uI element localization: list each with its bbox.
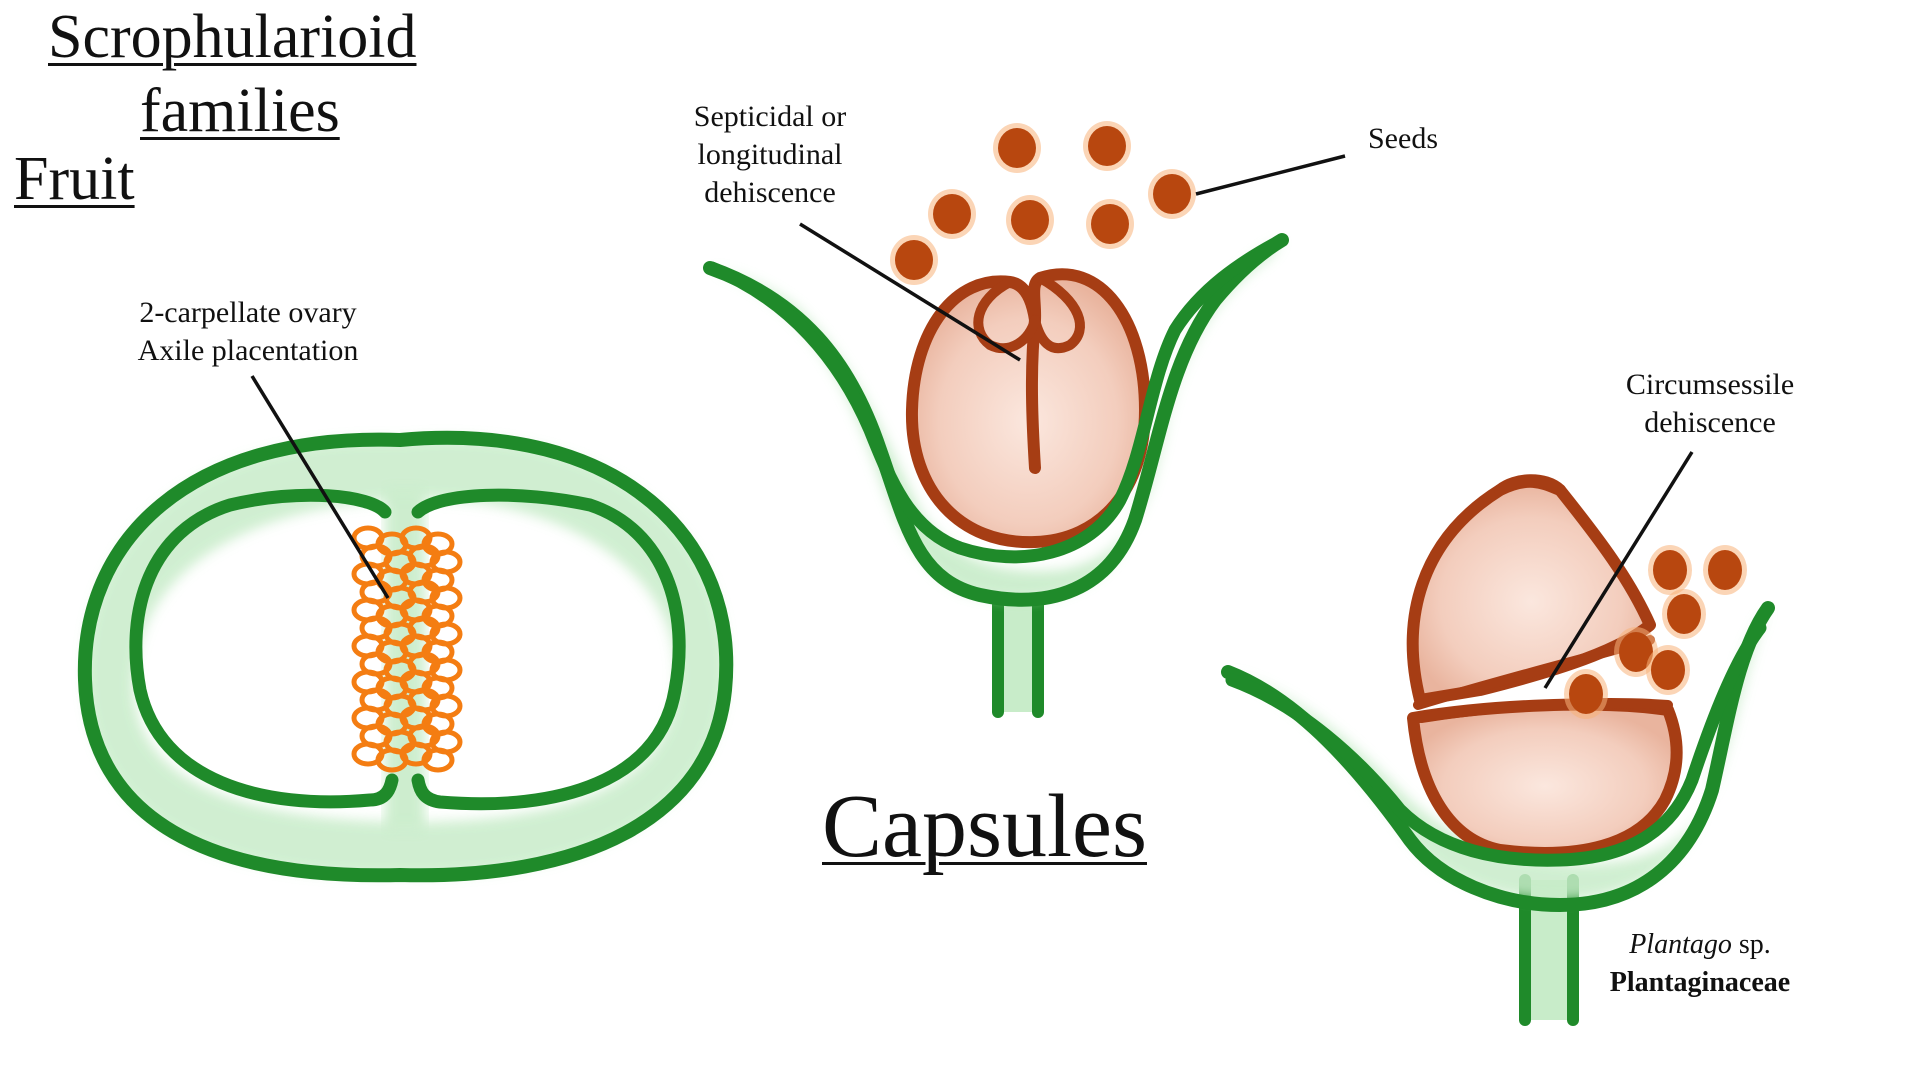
septicidal-label: Septicidal or longitudinal dehiscence	[640, 98, 900, 212]
ovary-pointer-line	[250, 375, 390, 599]
seeds-pointer-line	[1195, 154, 1346, 196]
seed	[1662, 589, 1706, 639]
circumsessile-label: Circumsessile dehiscence	[1590, 366, 1830, 442]
seed	[993, 123, 1041, 173]
seed	[890, 235, 938, 285]
septicidal-label-line1: Septicidal or	[693, 100, 847, 133]
seed	[1648, 545, 1692, 595]
ovary-label: 2-carpellate ovary Axile placentation	[88, 294, 408, 370]
seed	[1564, 669, 1608, 719]
seed	[1703, 545, 1747, 595]
ovary-label-line1: 2-carpellate ovary	[139, 296, 357, 329]
circumsessile-label-line1: Circumsessile	[1625, 368, 1795, 401]
released-seeds-right	[1564, 545, 1747, 719]
seed	[1086, 199, 1134, 249]
seed	[928, 189, 976, 239]
species-family: Plantaginaceae	[1609, 967, 1791, 998]
subtitle-fruit: Fruit	[14, 145, 135, 213]
released-seeds	[890, 121, 1196, 285]
species-genus: Plantago	[1629, 929, 1732, 960]
ovule	[421, 747, 455, 773]
seed	[1148, 169, 1196, 219]
species-suffix: sp.	[1731, 929, 1771, 960]
circumsessile-label-line2: dehiscence	[1644, 406, 1776, 439]
ovary-label-line2: Axile placentation	[137, 334, 359, 367]
seeds-label: Seeds	[1368, 122, 1438, 155]
ovules-cluster	[351, 525, 463, 773]
species-label: Plantago sp. Plantaginaceae	[1560, 926, 1840, 1002]
ovary-cross-section	[77, 430, 734, 883]
title-line2: families	[140, 77, 340, 145]
seed	[1006, 195, 1054, 245]
septicidal-pointer-line	[799, 222, 1021, 362]
septicidal-label-line3: dehiscence	[704, 176, 836, 209]
circumsessile-capsule	[1221, 474, 1775, 1026]
seed	[1646, 645, 1690, 695]
capsules-heading: Capsules	[822, 777, 1147, 876]
septicidal-capsule	[703, 121, 1289, 718]
title-line1: Scrophularioid	[48, 3, 417, 71]
septicidal-label-line2: longitudinal	[697, 138, 843, 171]
circumsessile-pointer-line	[1543, 451, 1694, 689]
seed	[1083, 121, 1131, 171]
